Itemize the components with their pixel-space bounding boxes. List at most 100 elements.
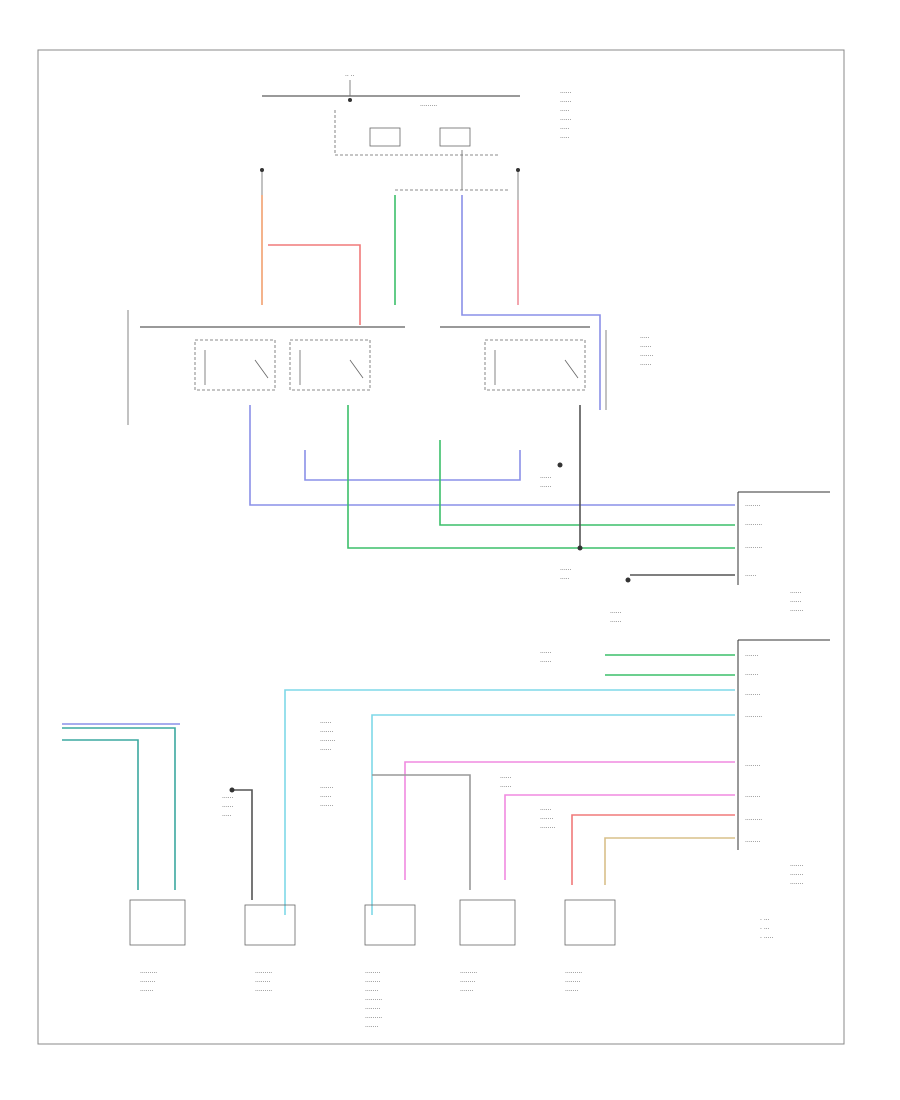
svg-text:·······: ······· [320, 803, 333, 810]
svg-text:·········: ········· [420, 103, 437, 110]
wire-teal-b [62, 739, 139, 890]
svg-text:·····: ····· [560, 126, 570, 133]
svg-text:········: ········ [460, 979, 475, 986]
svg-text:·········: ········· [565, 970, 582, 977]
diagram-frame [37, 49, 845, 1045]
svg-text:······: ······ [320, 720, 332, 727]
svg-text:·········: ········· [365, 997, 382, 1004]
lower-module-connector: ······· ······· ········ ········· ·····… [737, 639, 830, 888]
sensors: ········· ········ ······· ········· ···… [129, 899, 616, 1031]
wire-blue-long [249, 405, 735, 506]
svg-text:······: ······ [640, 362, 652, 369]
junction-labels: ······ ······· ········ ······ ······· ·… [222, 475, 622, 832]
wire-magenta [404, 761, 735, 880]
svg-text:·······: ······· [365, 988, 378, 995]
svg-text:·····: ····· [560, 108, 570, 115]
svg-text:·······: ······· [565, 988, 578, 995]
svg-text:······: ······ [610, 610, 622, 617]
svg-text:········: ········ [540, 825, 555, 832]
svg-text:·········: ········· [745, 522, 762, 529]
svg-text:·······: ······· [790, 881, 803, 888]
svg-text:·······: ······· [790, 863, 803, 870]
svg-text:········: ········ [745, 839, 760, 846]
svg-text:·······: ······· [320, 729, 333, 736]
wire-green-upper [439, 440, 735, 526]
svg-text:······: ······ [222, 795, 234, 802]
svg-text:········: ········ [365, 979, 380, 986]
svg-text:········: ········ [255, 979, 270, 986]
svg-text:·········: ········· [255, 988, 272, 995]
svg-text:·······: ······· [790, 608, 803, 615]
svg-text:········: ········ [365, 1006, 380, 1013]
svg-text:· ·····: · ····· [760, 935, 773, 942]
relay-output-wires [249, 405, 735, 583]
svg-text:·········: ········· [460, 970, 477, 977]
svg-text:······: ······ [560, 567, 572, 574]
svg-text:········: ········ [320, 738, 335, 745]
svg-text:······: ······ [540, 475, 552, 482]
wire-grey-mid [372, 774, 471, 890]
svg-text:······: ······ [560, 90, 572, 97]
upper-wires [261, 195, 601, 410]
svg-text:·········: ········· [745, 714, 762, 721]
svg-text:·········: ········· [745, 817, 762, 824]
wire-cyan-left [284, 689, 735, 915]
svg-text:· ···: · ··· [760, 926, 770, 933]
svg-text:········: ········ [745, 692, 760, 699]
svg-text:······: ······ [320, 794, 332, 801]
svg-text:·····: ····· [560, 576, 570, 583]
svg-text:·········: ········· [255, 970, 272, 977]
wire-cyan-mid [371, 714, 735, 915]
svg-text:······: ······ [540, 659, 552, 666]
upper-module-connector: ········ ········· ········· ······ ····… [737, 491, 830, 615]
svg-text:······: ······ [640, 344, 652, 351]
svg-text:·····: ····· [222, 813, 232, 820]
svg-text:·····: ····· [640, 335, 650, 342]
svg-text:······: ······ [560, 99, 572, 106]
svg-text:········: ········ [745, 503, 760, 510]
svg-text:········: ········ [140, 979, 155, 986]
wire-blue-short [304, 450, 521, 481]
svg-text:······: ······ [790, 599, 802, 606]
svg-text:·········: ········· [140, 970, 157, 977]
wire-magenta-2 [504, 794, 735, 880]
svg-text:·········: ········· [745, 545, 762, 552]
svg-text:·······: ······· [540, 816, 553, 823]
svg-text:·······: ······· [320, 785, 333, 792]
svg-text:······: ······ [540, 484, 552, 491]
top-fuse-block: ·· ·· ········· ······ ······ ····· ····… [262, 73, 572, 156]
legend: · ··· · ··· · ····· [760, 917, 773, 942]
svg-text:········: ········ [745, 763, 760, 770]
wire-red-left [268, 244, 361, 325]
svg-text:······: ······ [745, 573, 757, 580]
left-sensor-wires [62, 723, 253, 900]
svg-text:········: ········ [745, 794, 760, 801]
svg-text:······: ······ [540, 807, 552, 814]
svg-text:·······: ······· [745, 653, 758, 660]
svg-text:·······: ······· [365, 1024, 378, 1031]
svg-text:·······: ······· [745, 672, 758, 679]
svg-text:······: ······ [500, 775, 512, 782]
svg-text:·········: ········· [365, 1015, 382, 1022]
wire-teal-a [62, 727, 176, 890]
svg-text:·······: ······· [790, 872, 803, 879]
svg-text:········: ········ [565, 979, 580, 986]
svg-text:······: ······ [222, 804, 234, 811]
wire-green-lower [347, 405, 735, 549]
wire-dark-ac [232, 789, 253, 900]
wire-red-low [571, 814, 735, 885]
svg-text:· ···: · ··· [760, 917, 770, 924]
wire-blue-mid [461, 195, 601, 410]
svg-text:·· ··: ·· ·· [345, 73, 355, 80]
svg-text:········: ········ [365, 970, 380, 977]
svg-text:······: ······ [320, 747, 332, 754]
svg-text:······: ······ [560, 117, 572, 124]
fuse-taps [260, 150, 520, 200]
relay-block: ····· ······ ······· ······ [127, 310, 653, 425]
svg-text:·······: ······· [640, 353, 653, 360]
wire-tan [604, 837, 735, 885]
lower-wires [284, 654, 735, 915]
svg-text:······: ······ [500, 784, 512, 791]
svg-text:······: ······ [790, 590, 802, 597]
